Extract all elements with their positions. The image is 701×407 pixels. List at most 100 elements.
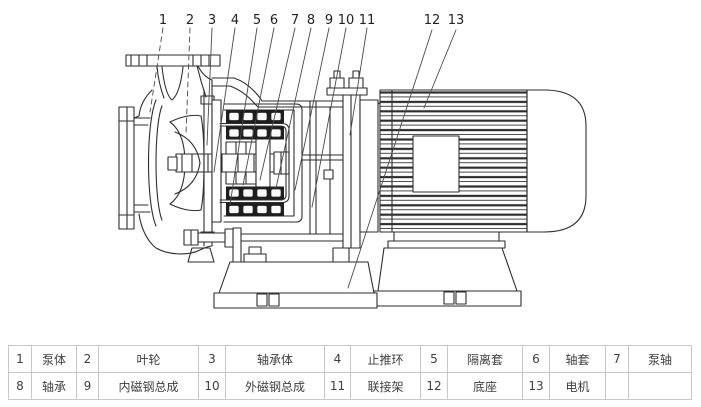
casing-foot xyxy=(187,247,215,263)
pedestal-body xyxy=(377,247,518,292)
leader-line-12 xyxy=(347,29,433,289)
part-number-cell: 5 xyxy=(420,345,448,373)
part-name-cell: 联接架 xyxy=(350,372,421,400)
magnetic-coupling xyxy=(211,99,303,223)
table-row: 8 轴承 9 内磁钢总成 10 外磁钢总成 11 联接架 12 底座 13 电机 xyxy=(8,372,692,400)
foot-slot xyxy=(455,291,467,305)
motor-front-shield xyxy=(359,99,379,233)
impeller xyxy=(167,114,205,212)
callout-number-9: 9 xyxy=(325,13,333,28)
base-body xyxy=(218,261,375,294)
leader-line-4 xyxy=(213,27,236,173)
callout-number-11: 11 xyxy=(359,13,376,28)
part-number-cell: 10 xyxy=(198,372,226,400)
leader-line-5 xyxy=(229,27,258,206)
outer-rotor-cup xyxy=(223,103,303,223)
base-bolt-head xyxy=(248,246,262,255)
part-number-cell xyxy=(605,372,629,400)
bracket-bolt-shaft xyxy=(197,232,226,243)
part-number-cell: 12 xyxy=(420,372,448,400)
base-bolt-pad xyxy=(243,253,267,263)
table-row: 1 泵体 2 叶轮 3 轴承体 4 止推环 5 隔离套 6 轴套 7 泵轴 xyxy=(8,345,692,373)
foot-slot xyxy=(256,293,268,307)
part-name-cell: 叶轮 xyxy=(98,345,199,373)
leader-line-6 xyxy=(242,27,275,186)
impeller-back-shroud xyxy=(200,115,205,211)
callout-number-4: 4 xyxy=(231,13,239,28)
flange-bolt-head xyxy=(329,77,345,89)
inner-magnet-bottom xyxy=(226,186,284,200)
callout-number-5: 5 xyxy=(253,13,261,28)
part-number-cell: 6 xyxy=(522,345,550,373)
part-number-cell: 2 xyxy=(76,345,99,373)
callout-leader-lines xyxy=(149,27,457,289)
motor-base xyxy=(373,231,522,307)
callout-number-2: 2 xyxy=(186,13,194,28)
callout-number-12: 12 xyxy=(424,13,441,28)
part-name-cell: 外磁钢总成 xyxy=(225,372,325,400)
discharge-flange-plate xyxy=(125,54,221,67)
callout-number-8: 8 xyxy=(307,13,315,28)
part-number-cell: 4 xyxy=(324,345,351,373)
sleeve-flange xyxy=(211,99,222,223)
motor-end-cap xyxy=(526,89,587,233)
part-number-cell: 13 xyxy=(522,372,550,400)
leader-line-9 xyxy=(294,27,330,191)
foot-slot xyxy=(268,293,280,307)
pump-base xyxy=(183,227,378,309)
support-bracket xyxy=(232,227,242,263)
part-name-cell: 内磁钢总成 xyxy=(98,372,199,400)
motor xyxy=(359,89,587,233)
leader-line-10 xyxy=(311,27,347,208)
flange-washer-bar xyxy=(326,87,368,96)
callout-number-13: 13 xyxy=(448,13,465,28)
frame-plug-bolt xyxy=(323,169,334,180)
part-name-cell: 轴承体 xyxy=(225,345,325,373)
part-number-cell: 8 xyxy=(8,372,32,400)
leader-line-7 xyxy=(259,27,296,181)
callout-number-1: 1 xyxy=(159,13,167,28)
magnet-segments xyxy=(228,112,282,214)
impeller-nut xyxy=(175,153,193,173)
callout-number-7: 7 xyxy=(291,13,299,28)
parts-table: 1 泵体 2 叶轮 3 轴承体 4 止推环 5 隔离套 6 轴套 7 泵轴 8 … xyxy=(8,345,692,400)
part-number-cell: 9 xyxy=(76,372,99,400)
part-name-cell: 轴承 xyxy=(31,372,77,400)
discharge-passage xyxy=(161,66,184,101)
callout-number-3: 3 xyxy=(208,13,216,28)
leader-line-8 xyxy=(275,27,312,189)
leader-line-13 xyxy=(423,29,457,109)
part-name-cell: 止推环 xyxy=(350,345,421,373)
part-number-cell: 11 xyxy=(324,372,351,400)
discharge-flange xyxy=(125,54,221,101)
part-name-cell: 泵轴 xyxy=(628,345,692,373)
callout-number-6: 6 xyxy=(270,13,278,28)
pump-cross-section-diagram: 1 2 3 4 5 6 7 8 9 10 11 12 13 xyxy=(118,13,587,309)
part-name-cell xyxy=(628,372,692,400)
base-foot-plate xyxy=(213,292,378,309)
part-number-cell: 7 xyxy=(605,345,629,373)
frame-foot xyxy=(332,247,350,263)
foot-slot xyxy=(443,291,455,305)
leader-line-11 xyxy=(349,27,368,136)
callout-numbers: 1 2 3 4 5 6 7 8 9 10 11 12 13 xyxy=(159,13,464,28)
junction-box xyxy=(412,135,460,193)
suction-flange xyxy=(118,106,151,230)
bearing-assembly xyxy=(225,138,271,188)
leader-line-2 xyxy=(185,27,191,135)
part-name-cell: 底座 xyxy=(447,372,523,400)
part-name-cell: 电机 xyxy=(549,372,606,400)
callout-number-10: 10 xyxy=(338,13,355,28)
part-name-cell: 隔离套 xyxy=(447,345,523,373)
impeller-blade xyxy=(174,162,201,195)
pump-shaft xyxy=(191,151,290,175)
leader-line-3 xyxy=(206,27,213,146)
part-name-cell: 泵体 xyxy=(31,345,77,373)
outer-magnet-bottom xyxy=(226,203,284,216)
part-number-cell: 1 xyxy=(8,345,32,373)
part-name-cell: 轴套 xyxy=(549,345,606,373)
volute-inner-wall xyxy=(147,99,157,227)
leader-line-1 xyxy=(149,27,164,113)
flange-bolt-head xyxy=(348,77,364,89)
